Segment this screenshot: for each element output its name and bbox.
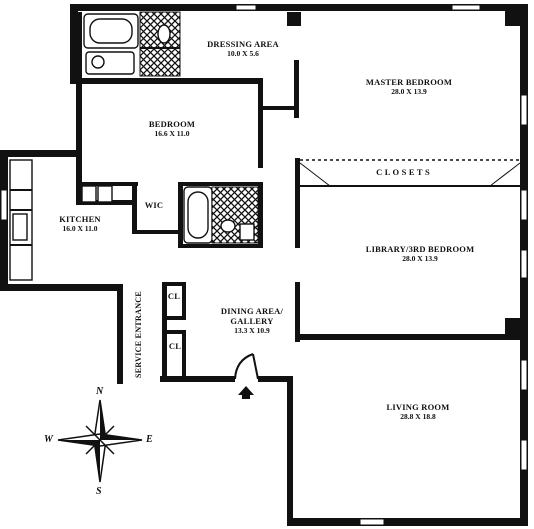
entry-arrow-icon (238, 386, 254, 399)
room-bedroom: BEDROOM 16.6 X 11.0 (148, 119, 196, 138)
room-dim: 10.0 X 5.6 (227, 48, 259, 58)
kitchen-counters (9, 159, 113, 281)
entry-door (234, 353, 259, 380)
room-name: CL (168, 341, 182, 351)
room-dim: 16.6 X 11.0 (154, 128, 190, 138)
room-name: BEDROOM (148, 119, 196, 129)
room-dim: 16.0 X 11.0 (62, 223, 98, 233)
room-name: C L O S E T S (376, 167, 430, 177)
room-living-room: LIVING ROOM 28.8 X 18.8 (386, 402, 450, 421)
room-library: LIBRARY/3RD BEDROOM 28.0 X 13.9 (365, 244, 475, 263)
compass-west: W (44, 434, 53, 445)
closet-label-1: CL (167, 291, 181, 302)
room-name: CL (167, 291, 181, 301)
room-name: LIVING ROOM (386, 402, 450, 412)
room-name: KITCHEN (59, 214, 101, 224)
room-dressing-area: DRESSING AREA 10.0 X 5.6 (207, 39, 279, 58)
room-dim: 13.3 X 10.9 (234, 325, 270, 335)
interior-walls (76, 10, 523, 376)
room-dining-area: DINING AREA/ GALLERY 13.3 X 10.9 (220, 306, 284, 335)
room-dim: 28.0 X 13.9 (402, 253, 438, 263)
room-name: LIBRARY/3RD BEDROOM (365, 244, 475, 254)
room-name: DINING AREA/ (220, 306, 284, 316)
room-name: DRESSING AREA (207, 39, 279, 49)
bathroom-mid (183, 186, 259, 244)
bathroom-top (83, 11, 181, 77)
closets-marking (299, 159, 522, 187)
room-name: WIC (144, 200, 164, 210)
room-name: MASTER BEDROOM (365, 77, 453, 87)
room-dim: 28.8 X 18.8 (400, 411, 436, 421)
room-kitchen: KITCHEN 16.0 X 11.0 (59, 214, 101, 233)
room-dim: 28.0 X 13.9 (391, 86, 427, 96)
compass-south: S (96, 486, 102, 497)
compass-rose-icon (57, 399, 143, 483)
service-entrance-label: SERVICE ENTRANCE (134, 291, 143, 378)
room-wic: WIC (144, 200, 164, 211)
compass-east: E (146, 434, 153, 445)
room-name-line2: GALLERY (230, 315, 274, 326)
windows (0, 4, 528, 526)
compass-north: N (96, 386, 104, 397)
closet-label-2: CL (168, 341, 182, 352)
room-closets: C L O S E T S (376, 167, 430, 178)
room-master-bedroom: MASTER BEDROOM 28.0 X 13.9 (365, 77, 453, 96)
